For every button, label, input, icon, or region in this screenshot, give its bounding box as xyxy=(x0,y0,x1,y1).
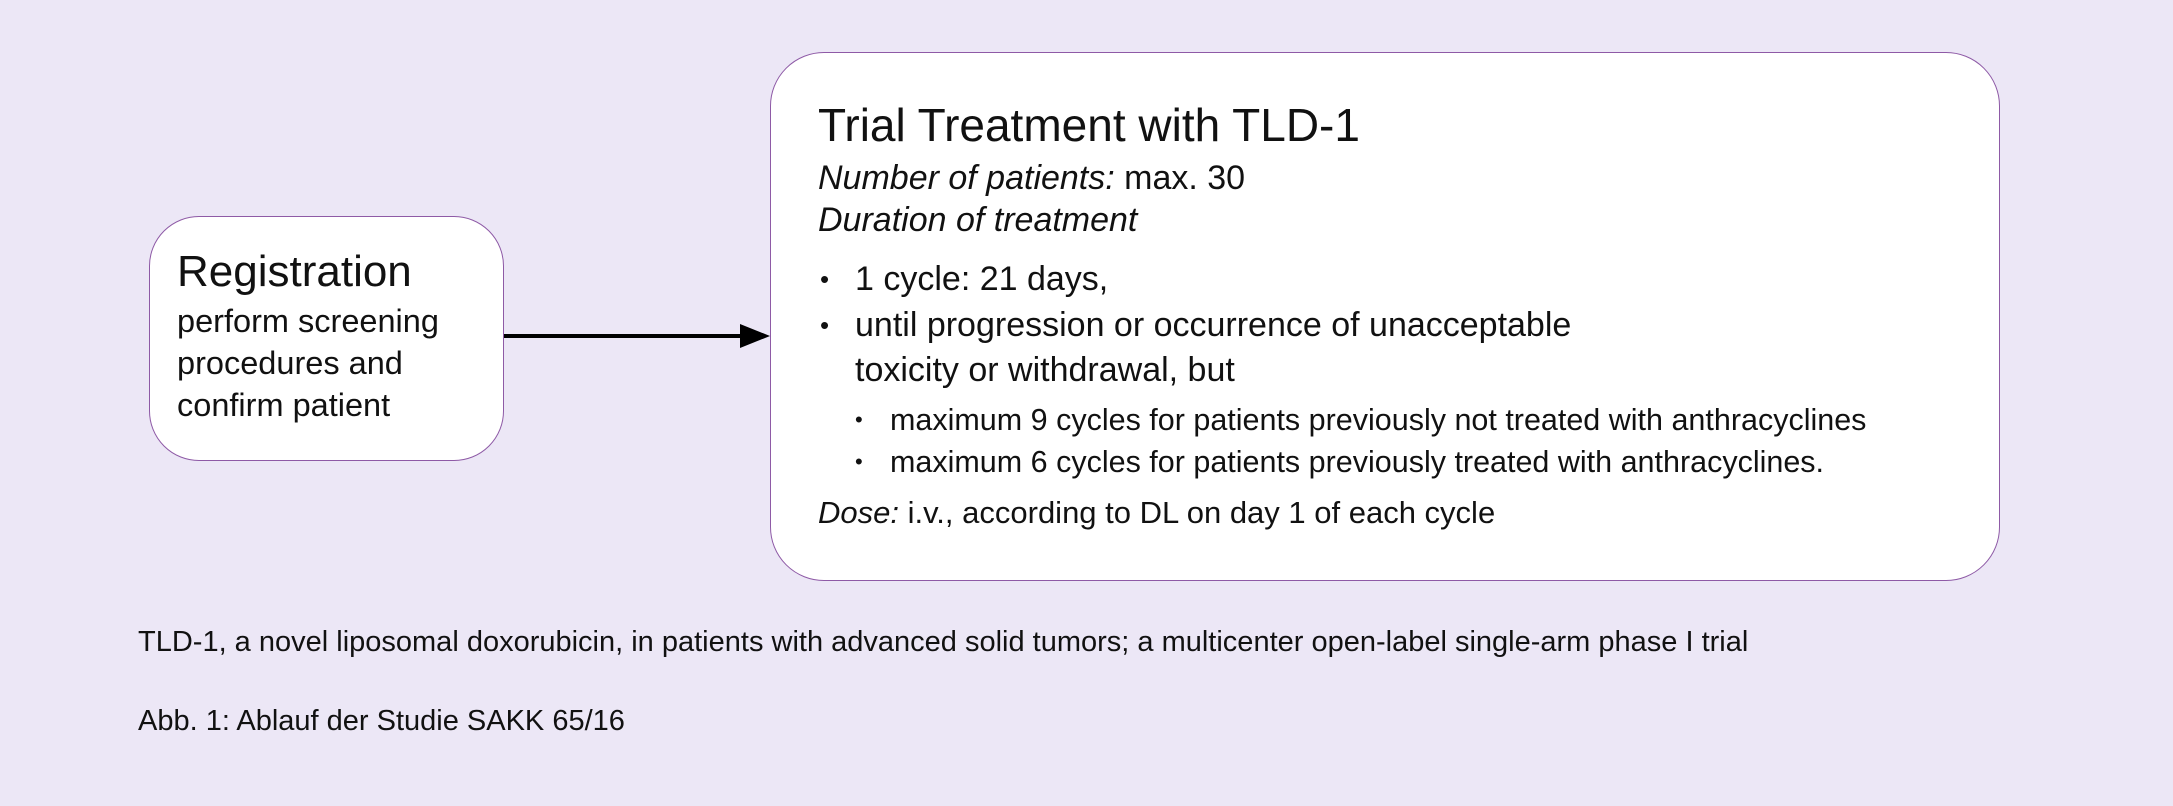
treatment-title: Trial Treatment with TLD-1 xyxy=(818,99,1360,151)
duration-bullet-list: 1 cycle: 21 days, until progression or o… xyxy=(818,257,1999,393)
dose-label: Dose: xyxy=(818,495,899,530)
dose-line: Dose: i.v., according to DL on day 1 of … xyxy=(818,493,1999,533)
registration-box: Registration perform screening procedure… xyxy=(149,216,504,461)
patients-value: max. 30 xyxy=(1114,159,1246,197)
study-caption: TLD-1, a novel liposomal doxorubicin, in… xyxy=(138,626,1749,658)
duration-bullet: until progression or occurrence of unacc… xyxy=(818,303,1645,393)
patients-line: Number of patients: max. 30 xyxy=(818,157,1999,199)
treatment-box: Trial Treatment with TLD-1 Number of pat… xyxy=(770,52,2000,581)
figure-caption: Abb. 1: Ablauf der Studie SAKK 65/16 xyxy=(138,705,625,737)
registration-title: Registration xyxy=(177,247,412,296)
duration-label: Duration of treatment xyxy=(818,201,1138,239)
patients-label: Number of patients: xyxy=(818,159,1115,197)
registration-description: perform screening procedures and confirm… xyxy=(177,303,439,423)
duration-bullet: 1 cycle: 21 days, xyxy=(818,257,1999,302)
cycle-limit-bullet: maximum 9 cycles for patients previously… xyxy=(818,399,1999,441)
cycle-limit-bullet: maximum 6 cycles for patients previously… xyxy=(818,441,1999,483)
dose-value: i.v., according to DL on day 1 of each c… xyxy=(898,495,1496,530)
flow-arrow xyxy=(504,324,770,348)
cycle-limit-list: maximum 9 cycles for patients previously… xyxy=(818,399,1999,483)
